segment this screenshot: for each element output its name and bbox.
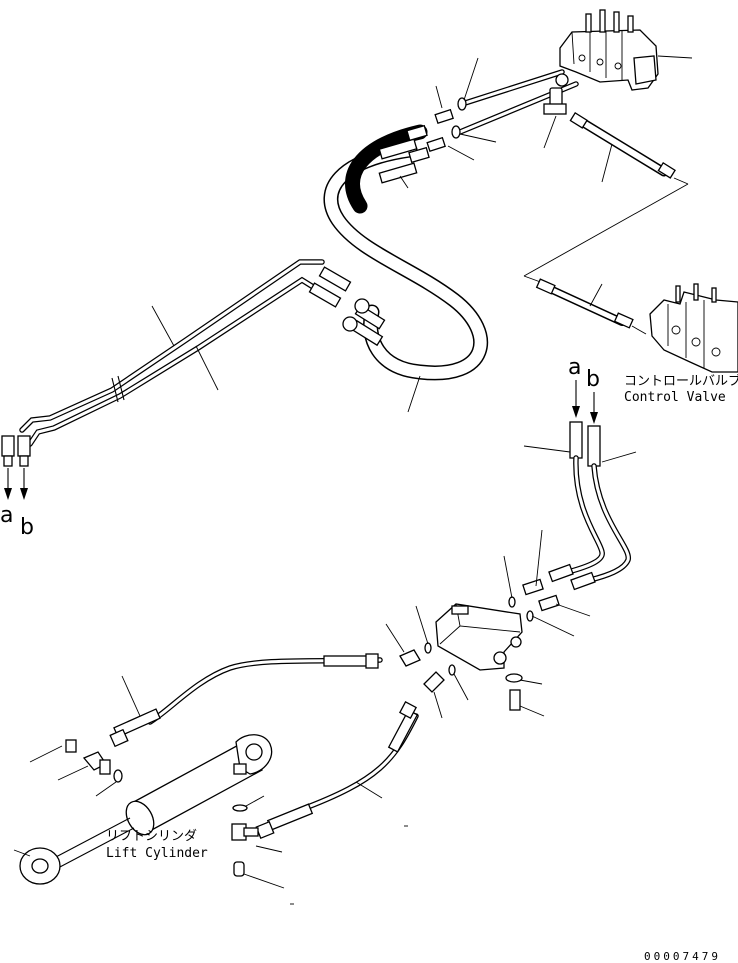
hose-right-upper xyxy=(523,112,689,285)
document-number: 00007479 xyxy=(644,950,721,963)
lift-cylinder-label-jp: リフトシリンダ xyxy=(106,829,197,844)
loop-hose xyxy=(323,124,488,381)
hose-to-control-valve xyxy=(535,278,647,335)
loop-hose-fittings xyxy=(342,124,430,413)
control-valve-reference: コントロールバルブ Control Valve xyxy=(624,283,738,405)
valve-block xyxy=(385,529,591,719)
left-mark-b: b xyxy=(20,515,34,540)
top-mark-a: a xyxy=(568,355,581,380)
upper-fittings xyxy=(426,57,569,161)
cylinder-fittings xyxy=(231,795,285,889)
left-steel-pipes: a b xyxy=(0,259,352,540)
control-valve-label-en: Control Valve xyxy=(624,390,726,405)
left-mark-a: a xyxy=(0,503,13,528)
lift-cylinder: リフトシリンダ Lift Cylinder xyxy=(13,734,273,885)
lift-cylinder-label-en: Lift Cylinder xyxy=(106,846,208,861)
right-hoses-ab: a b xyxy=(523,355,637,591)
lower-hoses xyxy=(109,653,419,905)
control-valve-label-jp: コントロールバルブ xyxy=(624,373,738,389)
control-valve-assembly xyxy=(559,9,693,91)
top-mark-b: b xyxy=(586,367,600,392)
